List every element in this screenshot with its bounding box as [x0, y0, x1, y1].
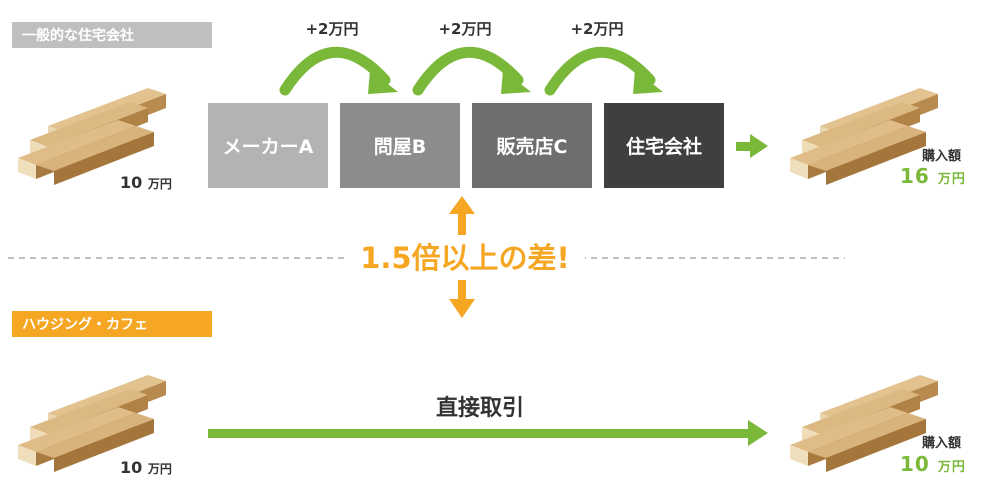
step-maker-a: メーカーA	[208, 103, 328, 188]
price-unit: 万円	[147, 462, 172, 476]
purchase-amount: 10	[900, 452, 930, 476]
purchase-label-bottom: 購入額	[922, 436, 962, 451]
orange-up-arrow-icon	[449, 196, 475, 214]
direct-transaction-label: 直接取引	[435, 396, 524, 421]
purchase-label-top: 購入額	[922, 149, 962, 164]
purchase-value-top: 16 万円	[900, 164, 966, 188]
arrow-right-icon	[750, 134, 768, 158]
price-value: 10	[120, 173, 143, 192]
markup-label: +2万円	[570, 20, 624, 38]
price-value: 10	[120, 458, 143, 477]
curved-arrow-icon	[544, 47, 656, 96]
step-label: メーカーA	[222, 136, 314, 158]
curved-arrow-head-icon	[633, 70, 663, 94]
curved-arrow-head-icon	[368, 70, 398, 94]
orange-arrow-shaft	[458, 210, 466, 235]
step-label: 販売店C	[496, 136, 568, 158]
step-label: 問屋B	[373, 136, 427, 158]
arrow-right-shaft	[736, 142, 752, 151]
purchase-amount: 16	[900, 164, 930, 188]
step-label: 住宅会社	[625, 136, 702, 158]
step-retailer-c: 販売店C	[472, 103, 592, 188]
orange-down-arrow-icon	[449, 299, 475, 318]
lumber-icon	[18, 88, 166, 185]
start-price-bottom: 10 万円	[120, 458, 172, 477]
general-company-label-text: 一般的な住宅会社	[22, 28, 134, 44]
housing-cafe-label: ハウジング・カフェ	[12, 311, 212, 337]
markup-label: +2万円	[438, 20, 492, 38]
step-wholesaler-b: 問屋B	[340, 103, 460, 188]
step-housing-company: 住宅会社	[604, 103, 724, 188]
direct-arrow-shaft	[208, 429, 752, 438]
curved-arrow-icon	[279, 47, 391, 96]
purchase-unit: 万円	[937, 172, 966, 187]
general-company-label: 一般的な住宅会社	[12, 22, 212, 48]
curved-arrow-icon	[412, 47, 524, 96]
price-unit: 万円	[147, 177, 172, 191]
direct-arrow-icon	[748, 420, 768, 446]
start-price-top: 10 万円	[120, 173, 172, 192]
purchase-unit: 万円	[937, 460, 966, 475]
curved-arrow-head-icon	[501, 70, 531, 94]
difference-callout: 1.5倍以上の差!	[345, 238, 585, 278]
housing-cafe-label-text: ハウジング・カフェ	[22, 317, 148, 333]
orange-arrow-shaft	[458, 280, 466, 303]
purchase-value-bottom: 10 万円	[900, 452, 966, 476]
markup-label: +2万円	[305, 20, 359, 38]
